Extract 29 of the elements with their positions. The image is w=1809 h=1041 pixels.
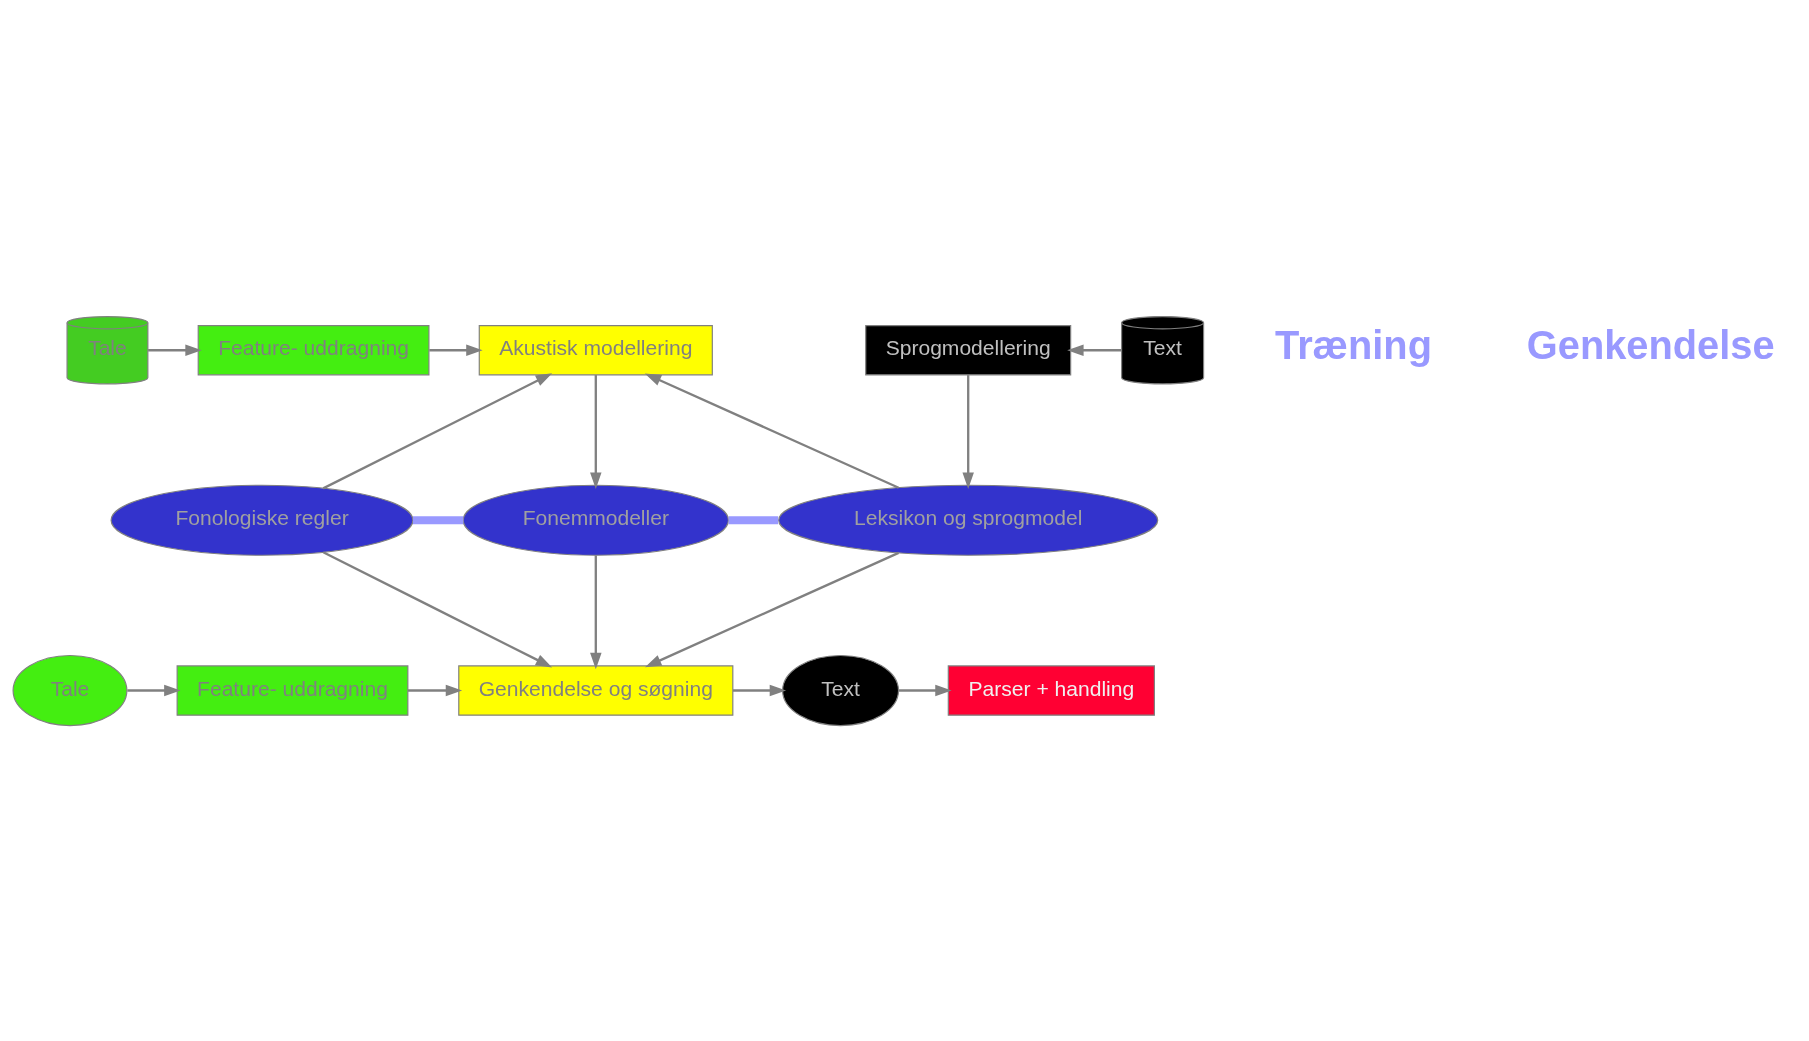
node-ellipse: Fonemmodeller [462,484,730,556]
node-box: Sprogmodellering [865,325,1072,376]
node-ellipse: Leksikon og sprogmodel [778,484,1159,556]
node-box: Parser + handling [947,665,1155,716]
arrow [429,344,483,356]
arrow [127,684,181,697]
arrow [148,344,202,356]
arrow [322,373,553,490]
arrow [408,684,463,697]
node-ellipse: Fonologiske regler [110,484,414,556]
arrow [590,555,602,670]
arrow [733,684,787,697]
connector [412,516,464,525]
arrow [898,684,952,697]
node-box: Genkendelse og søgning [458,665,734,716]
node-box: Feature- uddragning [176,665,409,716]
node-box: Feature- uddragning [197,325,430,376]
arrow [962,375,974,489]
label: Træning [1275,323,1433,368]
arrow [322,551,553,668]
node-ellipse: Text [782,654,900,727]
arrow [1067,344,1122,356]
connector [728,516,779,525]
arrow [644,373,900,489]
label: Genkendelse [1526,323,1775,368]
node-ellipse: Tale [12,654,128,727]
arrow [590,375,602,489]
arrow [645,551,900,668]
node-box: Akustisk modellering [478,325,713,376]
